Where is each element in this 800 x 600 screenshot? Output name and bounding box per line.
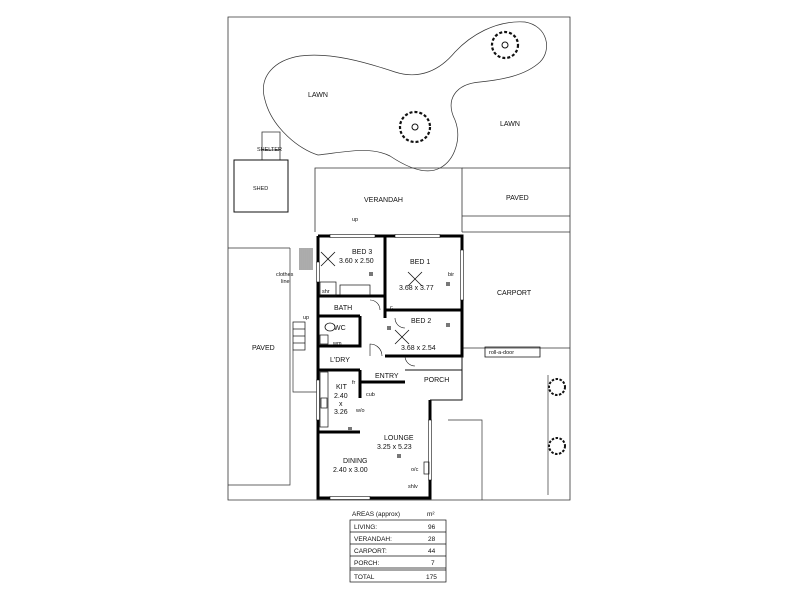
cub-label: cub [366,392,375,398]
ldry-label: L'DRY [330,357,350,364]
dining-name: DINING [343,458,368,465]
bed2-name: BED 2 [411,318,431,325]
paved-top-outline [462,167,570,217]
area-total-label: TOTAL [354,574,375,581]
vent-marker [387,326,391,330]
area-row-label: LIVING: [354,524,377,531]
house-walls [316,234,464,500]
kit-size-2: x [339,401,343,408]
area-row-value: 96 [428,524,436,531]
bed1-name: BED 1 [410,259,430,266]
area-row-label: PORCH: [354,560,379,567]
oc-label: o/c [411,467,419,473]
entry-label: ENTRY [375,373,399,380]
clothes-line-label: clothes [276,272,294,278]
wo-label: w/o [355,408,365,414]
area-row-label: VERANDAH: [354,536,392,543]
shelter-label: SHELTER [257,147,282,153]
kit-size-3: 3.26 [334,409,348,416]
up-left-label: up [303,315,309,321]
driveway-outline [448,419,483,500]
steps-left [292,321,306,351]
bed2-size: 3.68 x 2.54 [401,345,436,352]
kit-size-1: 2.40 [334,393,348,400]
area-row-label: CARPORT: [354,548,387,555]
kitchen-bench [319,371,329,428]
up-top-label: up [352,217,358,223]
areas-table: AREAS (approx) m² LIVING: 96 VERANDAH: 2… [349,511,447,583]
toilet [324,322,336,332]
side-path [292,350,318,393]
paved-left-outline [228,247,291,486]
shr-label: shr [322,289,330,295]
shed-label: SHED [253,186,268,192]
fr-label: fr [352,380,356,386]
paved-top-label: PAVED [506,195,529,202]
paved-left-label: PAVED [252,345,275,352]
vent-marker [397,454,401,458]
bath-tub [339,284,371,296]
tree-icon [398,110,432,144]
porch-outline [405,369,463,401]
bed3-size: 3.60 x 2.50 [339,258,374,265]
windows [316,234,464,500]
area-row-value: 44 [428,548,436,555]
ceiling-fan-icon [407,271,423,287]
clothes-line-label-2: line [281,279,290,285]
fireplace [423,461,430,475]
ceiling-fan-icon [394,329,410,345]
vent-marker [446,323,450,327]
areas-header: AREAS (approx) [352,511,400,518]
verandah-outline [314,167,463,232]
dining-size: 2.40 x 3.00 [333,467,368,474]
shed-outline [233,159,289,213]
vent-marker [369,272,373,276]
shv-label: shlv [408,484,418,490]
wm-box [319,334,329,345]
bed1-size: 3.68 x 3.77 [399,285,434,292]
carport-outline [462,231,570,349]
area-row-value: 7 [431,560,435,567]
tree-icon [490,30,520,60]
lawn-left-label: LAWN [308,92,328,99]
tree-icon [548,437,566,455]
lounge-name: LOUNGE [384,435,414,442]
roll-a-door-label: roll-a-door [489,350,514,356]
door-swings [369,299,416,367]
shelter-outline [261,131,281,161]
site-boundary [227,16,571,501]
wm-label: wm [332,341,342,347]
wc-label: WC [334,325,346,332]
areas-unit: m² [427,511,435,518]
bir-label: bir [448,272,454,278]
window-frames [316,234,464,500]
kit-name: KIT [336,384,348,391]
porch-label: PORCH [424,377,449,384]
lawn-right-label: LAWN [500,121,520,128]
shower [319,281,337,297]
lawn-border [263,21,547,172]
lounge-size: 3.25 x 5.23 [377,444,412,451]
carport-label: CARPORT [497,290,532,297]
bed3-name: BED 3 [352,249,372,256]
vent-marker [446,282,450,286]
tree-icon [548,378,566,396]
clothes-line [299,248,313,270]
bath-label: BATH [334,305,352,312]
area-row-value: 28 [428,536,436,543]
area-total-value: 175 [426,574,437,581]
oven [320,397,328,409]
roll-a-door-line [484,346,541,358]
ceiling-fan-icon [320,251,336,267]
verandah-label: VERANDAH [364,197,403,204]
c-label: c [390,305,393,311]
vent-marker [348,427,352,431]
